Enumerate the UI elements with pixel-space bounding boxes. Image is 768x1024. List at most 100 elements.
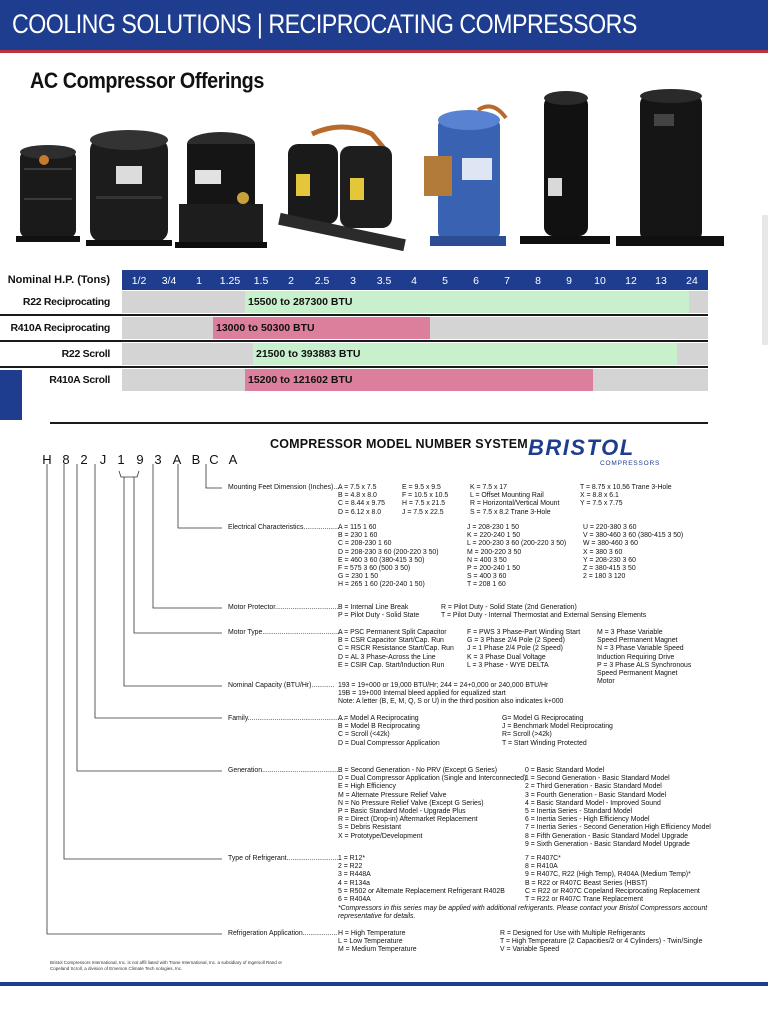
section-entry: B = 230 1 60 [338,532,378,540]
section-entry: G = 3 Phase 2/4 Pole (2 Speed) [467,637,565,645]
hp-value: 4 [411,275,417,287]
section-entry: 1 = Second Generation - Basic Standard M… [525,775,670,783]
section-entry: D = AL 3 Phase-Across the Line [338,653,436,661]
section-entry: T = Start Winding Protected [502,739,587,747]
compressor-photo-1 [16,145,80,242]
section-entry: H = 7.5 x 21.5 [402,500,446,508]
connector-line [205,464,222,489]
section-column: R = Designed for Use with Multiple Refri… [500,930,702,955]
section-label: Motor Protector.........................… [228,604,339,611]
section-entry: X = 380 3 60 [583,548,623,556]
row-label: R410A Scroll [49,374,110,386]
section-entry: F = PWS 3 Phase-Part Winding Start [467,629,581,636]
section-entry: N = No Pressure Relief Valve (Except G S… [338,799,484,807]
section-entry: 5 = R502 or Alternate Replacement Refrig… [338,887,505,895]
section-entry: Y = 208-230 3 60 [583,556,636,564]
row-label: R22 Reciprocating [22,296,110,308]
section-entry: R = Pilot Duty - Solid State (2nd Genera… [441,604,577,611]
section-entry: A = Model A Reciprocating [338,715,419,722]
model-code-char: H [42,452,52,467]
section-entry: 8 = Fifth Generation - Basic Standard Mo… [525,832,688,840]
section-entry: J = 7.5 x 22.5 [402,508,444,516]
section-entry: A = PSC Permanent Split Capacitor [338,629,447,636]
section-entry: L = Offset Mounting Rail [470,492,544,500]
section-entry: 7 = Inertia Series - Second Generation H… [525,824,711,832]
hp-value: 9 [566,275,572,287]
section-entry: T = Pilot Duty - Internal Thermostat and… [441,612,647,620]
section-entry: L = 3 Phase - WYE DELTA [467,661,549,669]
footer-line: Copeland Scroll, a division of Emerson C… [50,965,183,971]
section-entry: Speed Permanent Magnet [597,637,678,645]
section-label: Nominal Capacity (BTU/Hr)............ [228,682,335,689]
compressor-photo-7 [616,89,724,246]
footer-note: Bristol Compressors International, Inc. … [50,960,282,971]
hp-value: 1/2 [131,275,147,287]
section-entry: N = 400 3 50 [467,556,507,564]
section-entry: N = 3 Phase Variable Speed [597,645,684,653]
section-entry: K = 7.5 x 17 [470,484,507,491]
table-row: R22 Scroll 21500 to 393883 BTU [0,343,708,365]
section-entry: E = CSIR Cap. Start/Induction Run [338,661,445,669]
section-column: M = 3 Phase Variable Speed Permanent Mag… [597,629,691,686]
section-entry: X = 8.8 x 6.1 [580,492,619,500]
row-label: R22 Scroll [61,348,111,360]
section-entry: 3 = R448A [338,871,371,879]
section-entry: T = 8.75 x 10.56 Trane 3-Hole [580,484,672,491]
row-separator [0,366,708,368]
section-title: AC Compressor Offerings [30,68,264,93]
section-entry: M = Alternate Pressure Relief Valve [338,791,447,799]
model-code-char: A [228,452,238,467]
section-entry: D = 6.12 x 8.0 [338,508,382,516]
section-entry: P = 3 Phase ALS Synchronous [597,661,692,669]
section-entry: B = Second Generation - No PRV (Except G… [338,767,498,774]
range-bar: 13000 to 50300 BTU [213,317,430,339]
section-entry: S = Debris Resistant [338,824,401,832]
row-separator [0,314,708,316]
compressor-photo-4 [278,124,406,252]
section-entry: U = 220-380 3 60 [583,524,637,531]
refrigerant-note: *Compressors in this series may be appli… [338,905,708,921]
section-entry: 4 = Basic Standard Model - Improved Soun… [525,799,661,807]
model-code-char: J [99,452,107,467]
connector-line [152,464,222,609]
connector-line [177,464,222,529]
model-code-char: A [172,452,182,467]
section-entry: C = Scroll (<42k) [338,731,390,739]
hp-value: 8 [535,275,541,287]
header-accent-line [0,50,768,53]
section-entry: S = 400 3 60 [467,573,507,581]
hp-value: 3 [350,275,356,287]
section-entry: A = 7.5 x 7.5 [338,484,377,491]
section-entry: 2 = Third Generation - Basic Standard Mo… [525,783,662,791]
section-entry: P = 200-240 1 50 [467,565,520,573]
row-separator [0,340,708,342]
section-entry: 9 = R407C, R22 (High Temp), R404A (Mediu… [525,871,691,879]
section-entry: B = 4.8 x 8.0 [338,492,377,500]
section-entry: R = Designed for Use with Multiple Refri… [500,930,646,937]
section-entry: P = Basic Standard Model - Upgrade Plus [338,808,466,816]
section-entry: 8 = R410A [525,863,558,871]
side-tab [0,370,22,420]
section-entry: B = Internal Line Break [338,604,409,611]
section-entry: R = Direct (Drop-in) Aftermarket Replace… [338,816,478,824]
connector-line [46,464,222,935]
section-entry: Speed Permanent Magnet [597,670,678,678]
section-entry: V = 380-460 3 60 (380-415 3 50) [583,532,684,540]
section-entry: C = RSCR Resistance Start/Cap. Run [338,645,454,653]
model-code-char: 2 [80,452,88,467]
section-entry: 19B = 19+000 Internal bleed applied for … [338,690,506,698]
hp-header-band [122,270,708,290]
hp-value: 5 [442,275,448,287]
table-row: R410A Reciprocating 13000 to 50300 BTU [0,317,708,339]
section-divider [50,422,708,424]
footer-line: Bristol Compressors International, Inc. … [50,960,283,965]
section-entry: V = Variable Speed [500,946,560,954]
section-entry: B = Model B Reciprocating [338,723,420,731]
section-entry: T = R22 or R407C Trane Replacement [525,896,644,904]
section-column: B = Second Generation - No PRV (Except G… [338,767,526,841]
range-bar: 15500 to 287300 BTU [245,291,689,313]
connector-line [123,477,222,687]
